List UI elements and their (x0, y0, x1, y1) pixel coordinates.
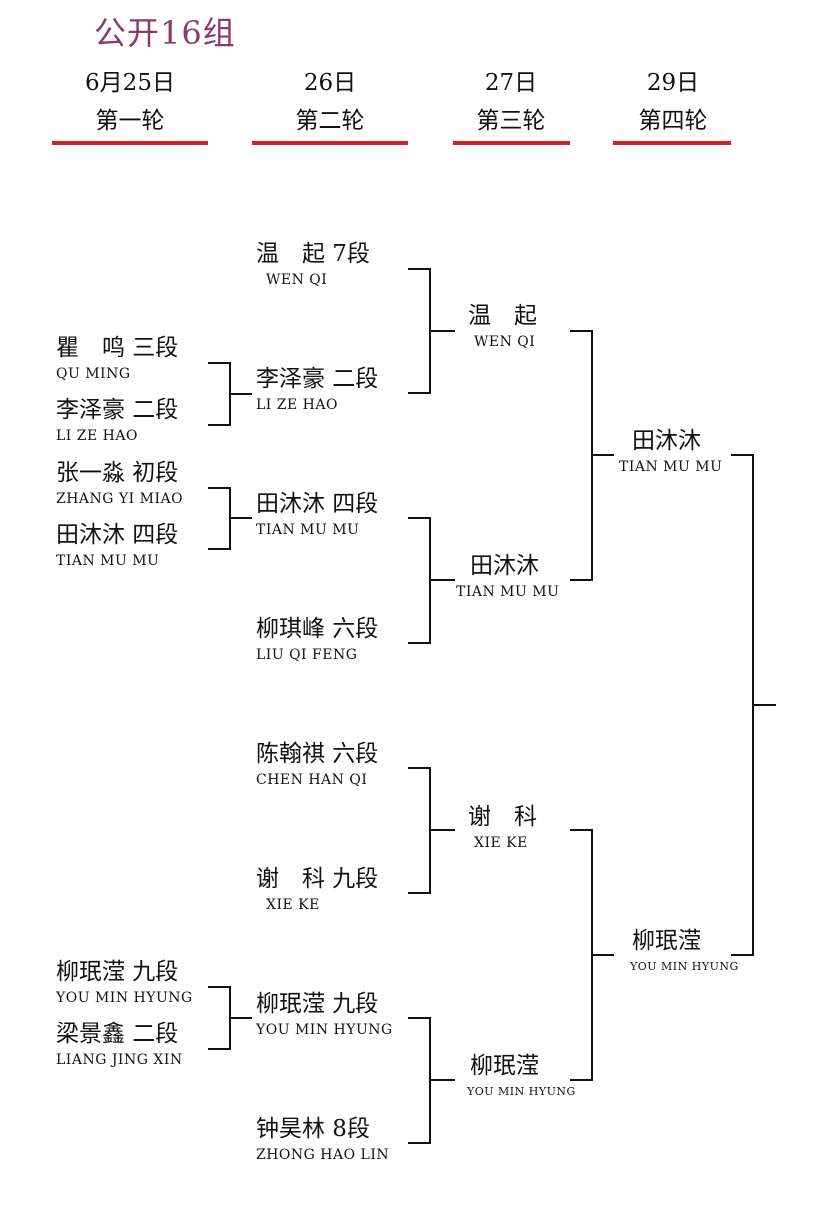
player-name: 钟昊林 8段 (256, 1116, 370, 1142)
bracket-connector (208, 487, 231, 550)
round-3-date: 27日 (484, 70, 538, 96)
player-romanization: QU MING (56, 366, 131, 382)
round-2-underline (252, 141, 408, 145)
round-1-name: 第一轮 (95, 108, 165, 134)
round4-player: 柳珉滢 YOU MIN HYUNG (630, 926, 739, 978)
player-romanization: YOU MIN HYUNG (56, 990, 193, 1006)
bracket-connector (408, 517, 431, 644)
round-2-date: 26日 (303, 70, 357, 96)
round1-player: 瞿 鸣 三段 QU MING (56, 333, 178, 385)
group-title: 公开16组 (94, 14, 236, 52)
player-name: 李泽豪 二段 (256, 366, 379, 392)
player-romanization: LI ZE HAO (56, 428, 138, 444)
round-4-underline (613, 141, 731, 145)
round-2-name: 第二轮 (295, 108, 365, 134)
round3-player: 谢 科 XIE KE (468, 802, 537, 854)
round-4-header: 29日 第四轮 (593, 64, 753, 140)
round1-player: 李泽豪 二段 LI ZE HAO (56, 395, 178, 447)
player-name: 柳珉滢 (632, 928, 701, 954)
player-romanization: LIANG JING XIN (56, 1052, 183, 1068)
player-name: 温 起 (468, 303, 537, 329)
player-name: 柳珉滢 九段 (256, 991, 379, 1017)
round-2-header: 26日 第二轮 (250, 64, 410, 140)
round1-player: 张一淼 初段 ZHANG YI MIAO (56, 458, 183, 510)
player-romanization: LI ZE HAO (256, 397, 338, 413)
player-romanization: YOU MIN HYUNG (467, 1085, 576, 1098)
round2-player: 柳珉滢 九段 YOU MIN HYUNG (256, 989, 393, 1041)
player-romanization: XIE KE (266, 897, 320, 913)
player-romanization: TIAN MU MU (456, 584, 560, 600)
player-romanization: WEN QI (474, 334, 536, 350)
player-name: 瞿 鸣 三段 (56, 335, 179, 361)
player-name: 柳珉滢 (470, 1053, 539, 1079)
player-name: 陈翰祺 六段 (256, 741, 379, 767)
bracket-connector (731, 454, 754, 956)
round2-player: 李泽豪 二段 LI ZE HAO (256, 364, 378, 416)
round2-player: 柳琪峰 六段 LIU QI FENG (256, 614, 378, 666)
round-3-underline (453, 141, 570, 145)
round-3-header: 27日 第三轮 (431, 64, 591, 140)
player-name: 田沐沐 四段 (256, 491, 379, 517)
player-name: 田沐沐 (470, 553, 539, 579)
round-1-underline (52, 141, 208, 145)
round1-player: 柳珉滢 九段 YOU MIN HYUNG (56, 957, 193, 1009)
player-romanization: XIE KE (474, 835, 528, 851)
player-romanization: TIAN MU MU (56, 553, 160, 569)
bracket-connector (570, 330, 593, 581)
player-romanization: LIU QI FENG (256, 647, 358, 663)
player-romanization: YOU MIN HYUNG (630, 960, 739, 973)
player-romanization: ZHANG YI MIAO (56, 491, 184, 507)
round1-player: 梁景鑫 二段 LIANG JING XIN (56, 1019, 183, 1071)
player-romanization: YOU MIN HYUNG (256, 1022, 393, 1038)
round-1-header: 6月25日 第一轮 (50, 64, 210, 140)
bracket-connector (408, 268, 431, 394)
player-name: 李泽豪 二段 (56, 397, 179, 423)
player-name: 田沐沐 四段 (56, 522, 179, 548)
player-romanization: TIAN MU MU (256, 522, 360, 538)
bracket-connector (408, 1017, 431, 1144)
round-1-date: 6月25日 (85, 70, 175, 96)
player-romanization: ZHONG HAO LIN (256, 1147, 390, 1163)
round1-player: 田沐沐 四段 TIAN MU MU (56, 520, 178, 572)
player-name: 温 起 7段 (256, 241, 370, 267)
bracket-connector (408, 767, 431, 894)
round-3-name: 第三轮 (476, 108, 546, 134)
player-name: 谢 科 九段 (256, 866, 379, 892)
player-name: 柳琪峰 六段 (256, 616, 379, 642)
player-name: 梁景鑫 二段 (56, 1021, 179, 1047)
round-4-date: 29日 (646, 70, 700, 96)
round3-player: 温 起 WEN QI (468, 301, 537, 353)
round4-player: 田沐沐 TIAN MU MU (619, 426, 722, 478)
round2-player: 钟昊林 8段 ZHONG HAO LIN (256, 1114, 389, 1166)
player-romanization: WEN QI (266, 272, 328, 288)
player-name: 田沐沐 (632, 428, 701, 454)
round-4-name: 第四轮 (638, 108, 708, 134)
bracket-connector (208, 362, 231, 426)
round3-player: 柳珉滢 YOU MIN HYUNG (467, 1051, 576, 1103)
bracket-connector (570, 829, 593, 1081)
bracket-connector (208, 986, 231, 1050)
round2-player: 谢 科 九段 XIE KE (256, 864, 378, 916)
player-name: 张一淼 初段 (56, 460, 179, 486)
round2-player: 陈翰祺 六段 CHEN HAN QI (256, 739, 378, 791)
player-romanization: TIAN MU MU (619, 459, 723, 475)
round2-player: 温 起 7段 WEN QI (256, 239, 370, 291)
player-romanization: CHEN HAN QI (256, 772, 368, 788)
player-name: 柳珉滢 九段 (56, 959, 179, 985)
player-name: 谢 科 (468, 804, 537, 830)
round2-player: 田沐沐 四段 TIAN MU MU (256, 489, 378, 541)
round3-player: 田沐沐 TIAN MU MU (456, 551, 559, 603)
